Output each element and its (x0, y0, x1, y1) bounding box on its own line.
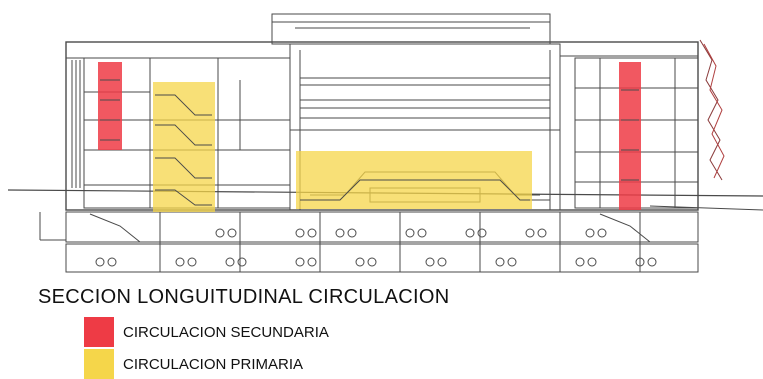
primary-circulation-left (153, 82, 215, 212)
longitudinal-section-drawing (7, 13, 763, 273)
basement-level-1 (65, 211, 699, 243)
legend-swatch-secondary (84, 317, 114, 347)
legend-item-secondary: CIRCULACION SECUNDARIA (84, 317, 329, 347)
basement-level-2 (65, 243, 699, 273)
secondary-circulation-right (619, 62, 641, 210)
legend-swatch-primary (84, 349, 114, 379)
parked-cars (95, 228, 657, 267)
central-hall (289, 43, 561, 211)
legend-item-primary: CIRCULACION PRIMARIA (84, 349, 303, 379)
right-facade-detail (699, 39, 723, 181)
drawing-title: SECCION LONGUITUDINAL CIRCULACION (38, 286, 450, 308)
legend-label-secondary: CIRCULACION SECUNDARIA (123, 323, 329, 341)
secondary-circulation-left (98, 62, 122, 150)
legend-label-primary: CIRCULACION PRIMARIA (123, 355, 304, 373)
roof-structure (271, 13, 551, 45)
